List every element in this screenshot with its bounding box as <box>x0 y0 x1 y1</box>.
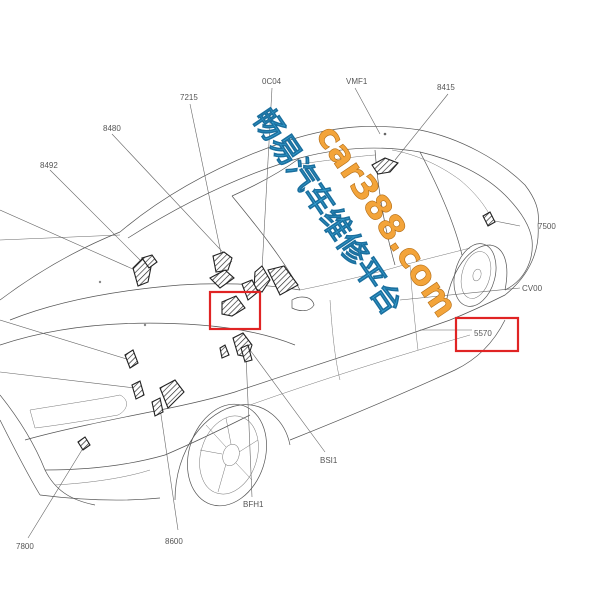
part-7800 <box>77 436 91 451</box>
part-8492-b <box>141 254 158 269</box>
label-7800: 7800 <box>16 542 34 551</box>
part-left-1 <box>124 349 139 369</box>
part-7500 <box>482 211 496 227</box>
part-8600-b <box>151 397 164 417</box>
part-center-2 <box>219 344 230 359</box>
part-0004-b <box>267 265 299 296</box>
label-8415: 8415 <box>437 83 455 92</box>
front-wheel <box>187 403 267 507</box>
part-center-3 <box>240 344 253 363</box>
label-bfh1: BFH1 <box>243 500 264 509</box>
part-8415 <box>371 157 399 175</box>
part-7215 <box>212 251 233 273</box>
highlight-box-5570 <box>454 316 520 353</box>
label-5570: 5570 <box>474 329 492 338</box>
label-8600: 8600 <box>165 537 183 546</box>
part-left-2 <box>131 380 145 400</box>
label-7500: 7500 <box>538 222 556 231</box>
label-0c04: 0C04 <box>262 77 282 86</box>
highlight-boxes <box>208 290 520 353</box>
components <box>77 157 496 451</box>
label-bsi1: BSI1 <box>320 456 338 465</box>
label-vmf1: VMF1 <box>346 77 368 86</box>
rear-wheel <box>453 243 497 307</box>
car-outline <box>0 125 539 506</box>
label-7215: 7215 <box>180 93 198 102</box>
highlight-box-part <box>208 290 262 331</box>
label-cv00: CV00 <box>522 284 543 293</box>
part-7215-b <box>209 269 235 289</box>
part-labels: 7215 0C04 VMF1 8415 8480 8492 7500 CV00 … <box>16 77 556 551</box>
part-8600 <box>159 379 185 409</box>
part-highlighted <box>221 295 246 317</box>
label-8492: 8492 <box>40 161 58 170</box>
label-8480: 8480 <box>103 124 121 133</box>
leader-lines <box>0 87 521 539</box>
